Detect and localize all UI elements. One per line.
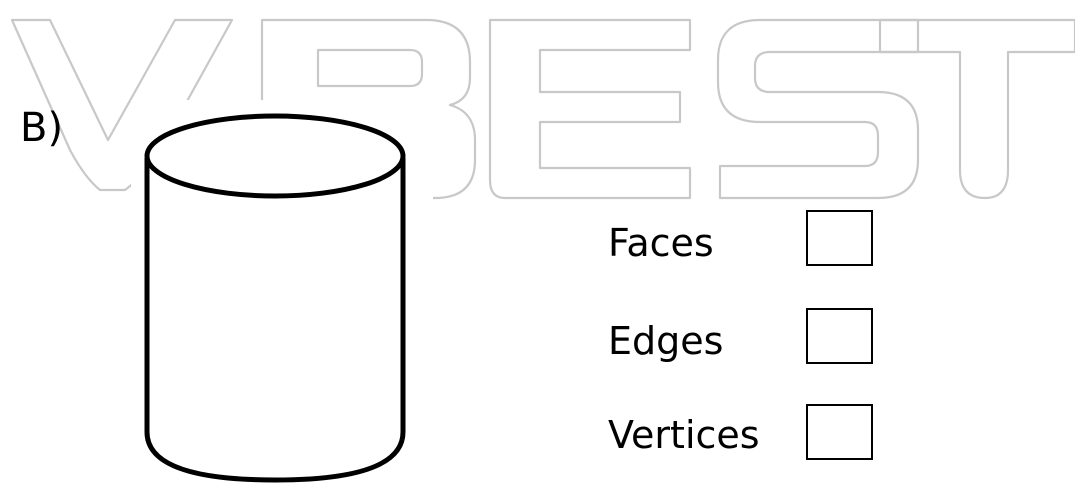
- edges-answer-box[interactable]: [806, 308, 873, 364]
- vertices-row: Vertices: [608, 404, 888, 464]
- edges-row: Edges: [608, 308, 888, 368]
- faces-label: Faces: [608, 224, 714, 262]
- vertices-label: Vertices: [608, 416, 760, 454]
- vertices-answer-box[interactable]: [806, 404, 873, 460]
- figure-panel: [131, 100, 433, 485]
- faces-row: Faces: [608, 210, 888, 270]
- question-label: B): [20, 108, 63, 148]
- edges-label: Edges: [608, 322, 723, 360]
- cylinder-figure: [131, 100, 433, 485]
- faces-answer-box[interactable]: [806, 210, 873, 266]
